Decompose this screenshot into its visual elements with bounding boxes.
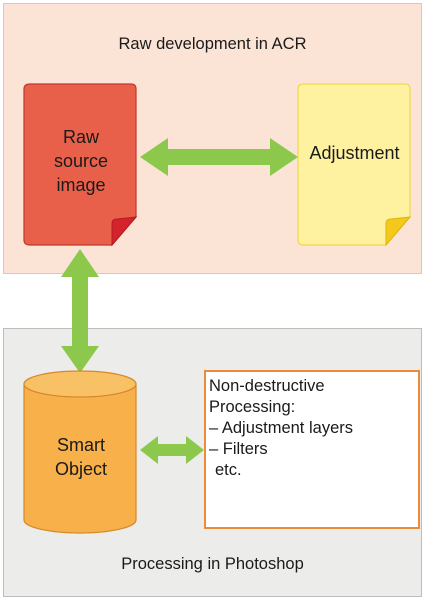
raw-source-label: Raw source image <box>24 125 138 197</box>
processing-line: etc. <box>215 461 242 479</box>
smart-object-cylinder <box>23 370 137 534</box>
raw-smart-arrow <box>61 249 99 373</box>
smart-object-label: Smart Object <box>24 433 138 481</box>
processing-line: – Filters <box>209 440 268 458</box>
processing-line: – Adjustment layers <box>209 419 353 437</box>
raw-label-line: source <box>53 151 109 171</box>
processing-box: Non-destructive Processing: – Adjustment… <box>204 370 420 529</box>
processing-line: Processing: <box>209 398 296 416</box>
smart-label-line: Object <box>54 459 108 479</box>
raw-label-line: image <box>56 175 106 195</box>
raw-label-line: Raw <box>62 127 99 147</box>
adjustment-document <box>297 83 412 247</box>
adjustment-label: Adjustment <box>309 143 400 163</box>
smart-processing-arrow <box>140 436 204 464</box>
acr-panel-caption: Raw development in ACR <box>118 35 307 53</box>
processing-line: Non-destructive <box>209 377 325 395</box>
raw-adjustment-arrow <box>140 138 298 176</box>
smart-label-line: Smart <box>56 435 105 455</box>
raw-source-document <box>23 83 138 247</box>
photoshop-panel-caption: Processing in Photoshop <box>121 555 304 573</box>
